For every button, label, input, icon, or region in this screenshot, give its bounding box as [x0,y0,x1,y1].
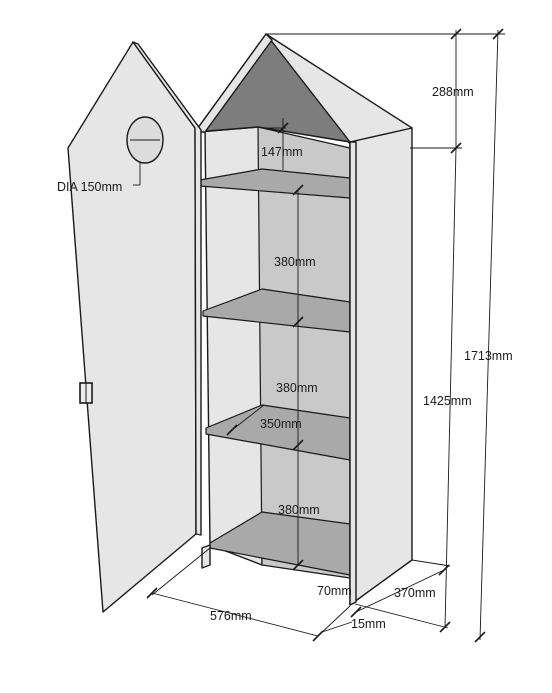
cabinet-left-inner-wall [197,126,263,566]
panel-thickness-label: 15mm [351,617,386,631]
total-height-label: 1713mm [464,349,513,363]
cabinet-right-side-panel [349,127,413,606]
roof-left-edge [194,33,273,133]
porthole-diameter-label: DIA 150mm [57,180,122,194]
cabinet-front-edge [349,141,357,606]
roof-height-label: 288mm [432,85,474,99]
body-height-label: 1425mm [423,394,472,408]
shelf-gap-upper-label: 380mm [274,255,316,269]
shelf-gap-lower-label: 380mm [278,503,320,517]
cabinet-plinth [201,544,211,569]
plinth-height-label: 70mm [317,584,352,598]
door-edge [132,41,202,536]
shelf-width-label: 350mm [260,417,302,431]
depth-label: 370mm [394,586,436,600]
top-shelf-depth-label: 147mm [261,145,303,159]
shelf-gap-middle-label: 380mm [276,381,318,395]
overall-width-label: 576mm [210,609,252,623]
